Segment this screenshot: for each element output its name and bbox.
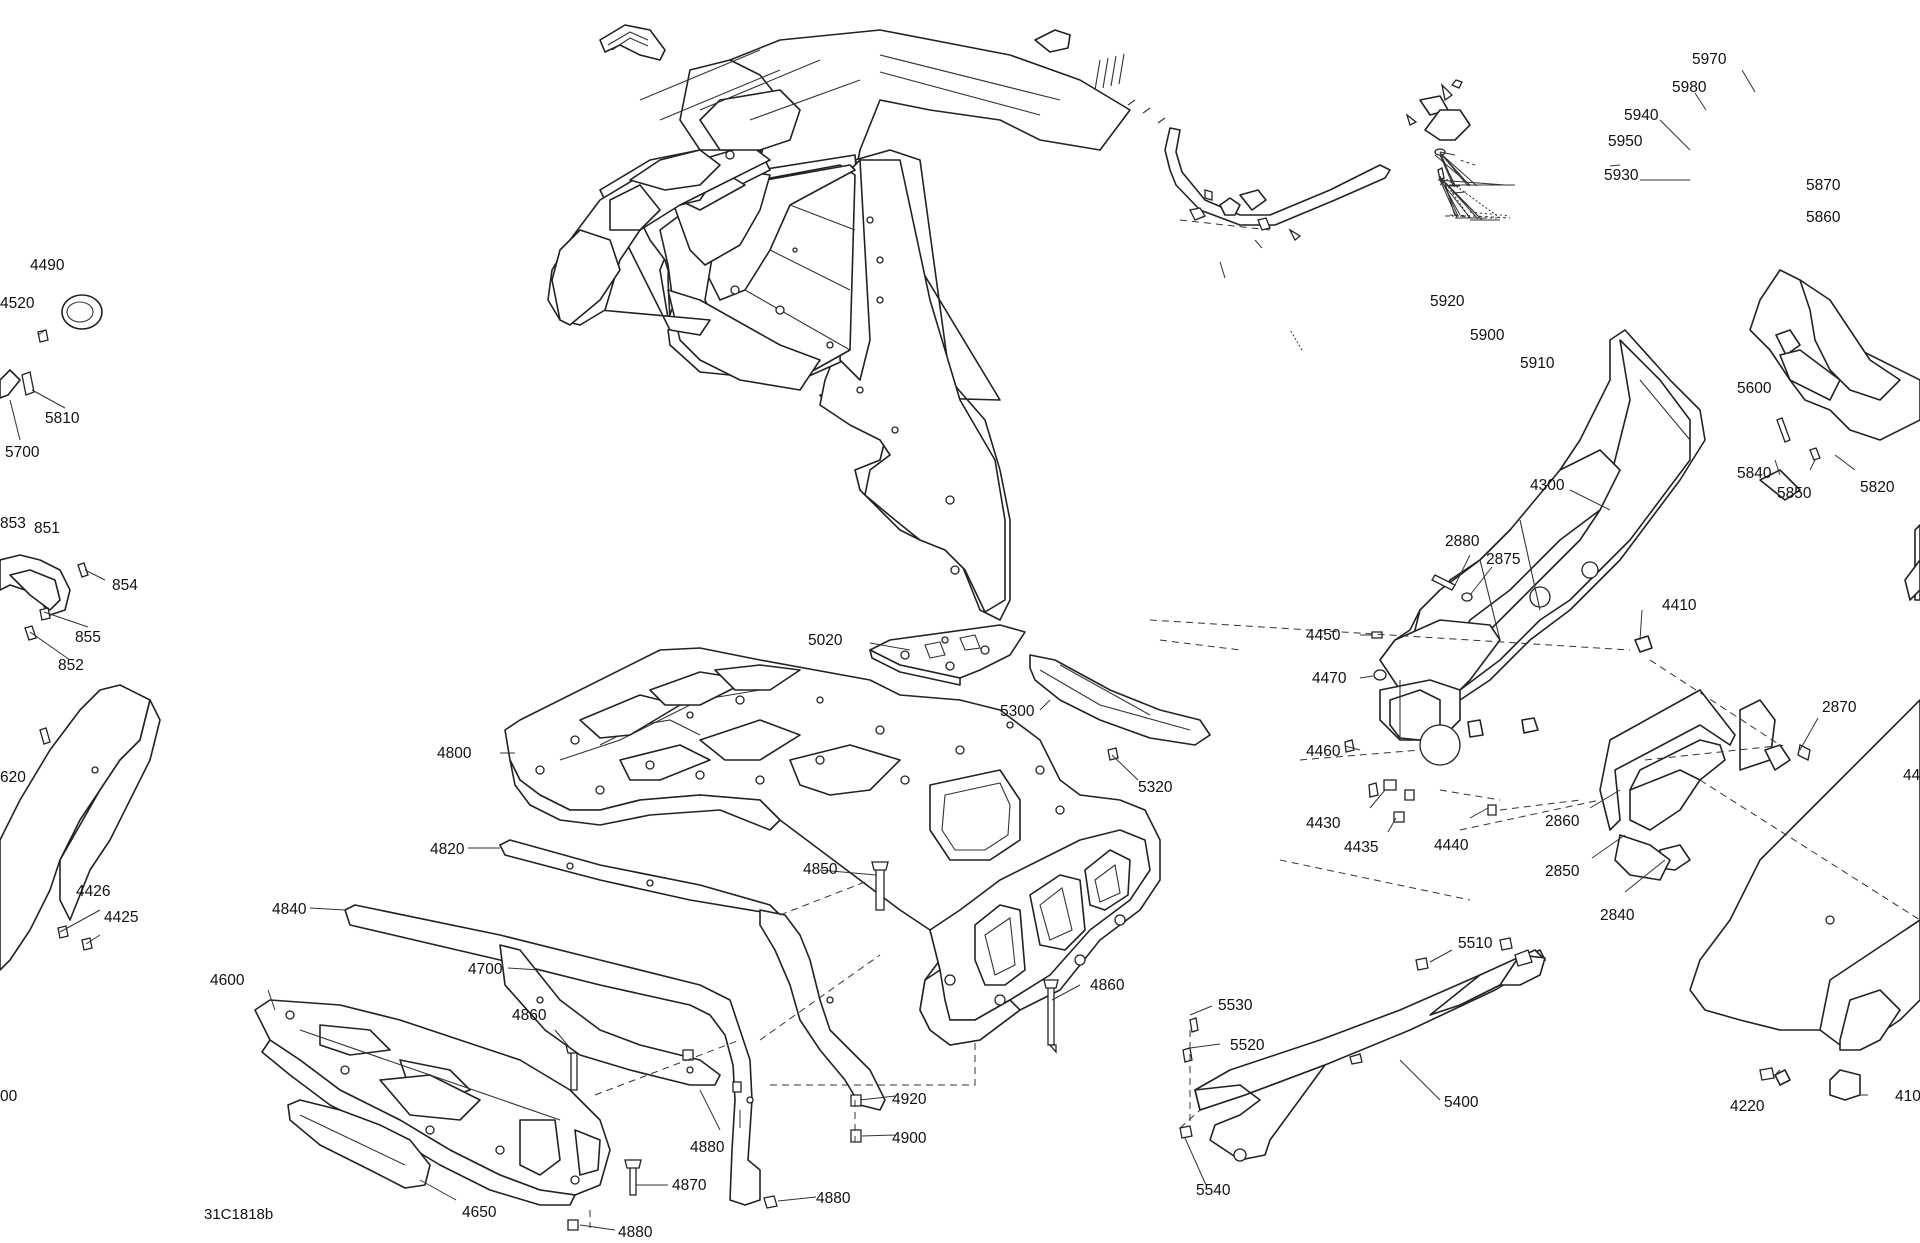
part-label: 855 xyxy=(75,629,101,646)
part-label: 851 xyxy=(34,520,60,537)
front-fender-assembly xyxy=(547,24,1166,621)
part-label: 5510 xyxy=(1458,935,1493,952)
part-label: 5870 xyxy=(1806,177,1841,194)
part-label: 4426 xyxy=(76,883,110,900)
part-label: 5400 xyxy=(1444,1094,1479,1111)
part-label: 5540 xyxy=(1196,1182,1231,1199)
part-label: 4870 xyxy=(672,1177,707,1194)
part-label: 2860 xyxy=(1545,813,1580,830)
part-label: 5860 xyxy=(1806,209,1841,226)
bolts-4850-4860 xyxy=(565,861,1059,1091)
part-label: 4600 xyxy=(210,972,245,989)
part-label: 5900 xyxy=(1470,327,1505,344)
part-label: 4900 xyxy=(892,1130,927,1147)
part-label: 5910 xyxy=(1520,355,1555,372)
part-label: 5950 xyxy=(1608,133,1643,150)
part-label: 853 xyxy=(0,515,26,532)
part-label: 4470 xyxy=(1312,670,1347,687)
rear-rack-4800 xyxy=(504,647,1161,1046)
part-label: 5840 xyxy=(1737,465,1772,482)
rear-bracket xyxy=(1599,689,1811,881)
part-label: 4220 xyxy=(1730,1098,1765,1115)
part-label: 5600 xyxy=(1737,380,1772,397)
part-label: 4880 xyxy=(690,1139,725,1156)
part-label: 2850 xyxy=(1545,863,1580,880)
plate-5020 xyxy=(869,624,1026,686)
part-label: 4860 xyxy=(512,1007,547,1024)
part-label: 620 xyxy=(0,769,26,786)
right-side-parts xyxy=(1689,269,1920,1101)
part-label: 4410 xyxy=(1662,597,1697,614)
lower-cover-4650 xyxy=(287,1099,431,1189)
part-label: 4840 xyxy=(272,901,307,918)
lower-rack-4600 xyxy=(254,999,611,1206)
part-label: 5920 xyxy=(1430,293,1465,310)
part-label: 5980 xyxy=(1672,79,1707,96)
part-label: 4440 xyxy=(1434,837,1469,854)
part-label: 5300 xyxy=(1000,703,1035,720)
part-label: 410 xyxy=(1895,1088,1920,1105)
part-label: 4450 xyxy=(1306,627,1341,644)
part-label: 4880 xyxy=(618,1224,653,1241)
part-label: 5930 xyxy=(1604,167,1639,184)
rails-4820-4840 xyxy=(344,839,886,1206)
part-label: 4860 xyxy=(1090,977,1125,994)
part-label: 5820 xyxy=(1860,479,1895,496)
handle-bar-assembly xyxy=(1164,79,1471,242)
part-label: 5850 xyxy=(1777,485,1812,502)
part-label: 852 xyxy=(58,657,84,674)
fasteners-2875-2880 xyxy=(1344,574,1497,823)
part-label: 5520 xyxy=(1230,1037,1265,1054)
part-label: 4425 xyxy=(104,909,138,926)
part-label: 44 xyxy=(1903,767,1920,784)
small-fasteners-lower xyxy=(567,1044,1057,1231)
part-label: 2875 xyxy=(1486,551,1520,568)
leader-lines xyxy=(9,69,1868,1231)
part-label: 4820 xyxy=(430,841,465,858)
lower-side-panel xyxy=(1179,937,1775,1162)
part-label: 5810 xyxy=(45,410,80,427)
part-label: 4850 xyxy=(803,861,838,878)
rear-fender xyxy=(1379,329,1706,766)
part-label: 4300 xyxy=(1530,477,1565,494)
part-label: 2880 xyxy=(1445,533,1480,550)
part-label: 5700 xyxy=(5,444,40,461)
part-label: 4490 xyxy=(30,257,65,274)
part-label: 4435 xyxy=(1344,839,1378,856)
part-label: 854 xyxy=(112,577,138,594)
part-label: 00 xyxy=(0,1088,18,1105)
part-label: 4920 xyxy=(892,1091,927,1108)
part-label: 5940 xyxy=(1624,107,1659,124)
part-label: 4460 xyxy=(1306,743,1341,760)
part-number-labels: 5970 5980 5940 5950 5930 5870 5860 5920 … xyxy=(0,51,1920,1241)
cover-5300 xyxy=(1029,654,1211,761)
assembly-lines xyxy=(589,219,1920,1228)
left-side-parts xyxy=(0,294,161,971)
diagram-code: 31C1818b xyxy=(204,1206,273,1223)
part-label: 5020 xyxy=(808,632,843,649)
part-label: 5530 xyxy=(1218,997,1253,1014)
part-label: 5320 xyxy=(1138,779,1173,796)
part-label: 2870 xyxy=(1822,699,1857,716)
part-label: 2840 xyxy=(1600,907,1635,924)
part-label: 5970 xyxy=(1692,51,1727,68)
part-label: 4800 xyxy=(437,745,472,762)
part-label: 4880 xyxy=(816,1190,851,1207)
part-label: 4700 xyxy=(468,961,503,978)
part-label: 4520 xyxy=(0,295,35,312)
part-label: 4650 xyxy=(462,1204,497,1221)
part-label: 4430 xyxy=(1306,815,1341,832)
